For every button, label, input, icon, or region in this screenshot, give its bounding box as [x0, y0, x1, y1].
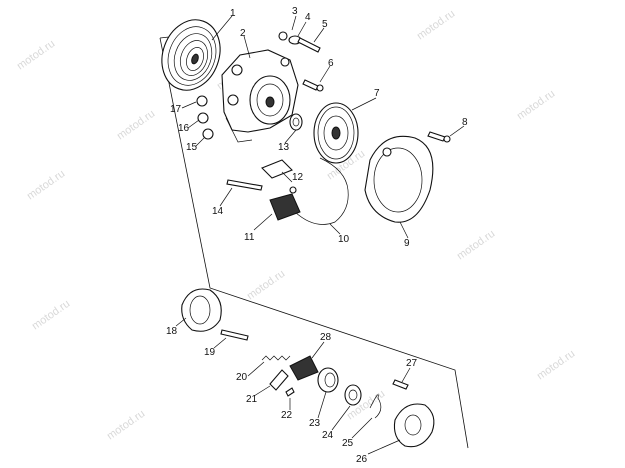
part-20-spring: [261, 355, 291, 361]
watermark: motod.ru: [115, 108, 157, 143]
callout-19: 19: [204, 347, 216, 358]
part-17-bushing: [196, 95, 208, 107]
part-6-screw: [302, 79, 324, 92]
callout-16: 16: [178, 123, 190, 134]
part-12-bracket: [261, 159, 293, 179]
part-25-clip: [369, 394, 382, 419]
callout-12: 12: [292, 172, 304, 183]
watermark: motod.ru: [415, 8, 457, 43]
part-21-pawl: [269, 369, 289, 391]
callout-23: 23: [309, 418, 321, 429]
callout-7: 7: [374, 88, 380, 99]
callout-27: 27: [406, 358, 418, 369]
leader-lines: [175, 15, 465, 455]
part-26-end-cover: [393, 403, 435, 448]
callout-21: 21: [246, 394, 258, 405]
part-19-bolt: [220, 329, 249, 341]
callout-9: 9: [404, 238, 410, 249]
part-2-starter-housing: [221, 49, 299, 143]
part-28-lever: [289, 355, 319, 381]
part-8-screw: [427, 131, 451, 143]
callout-5: 5: [322, 19, 328, 30]
callout-3: 3: [292, 6, 298, 17]
part-3-4-5-bolt-assembly: [278, 31, 321, 53]
part-13-washer: [289, 113, 303, 131]
callout-11: 11: [244, 232, 255, 243]
part-9-cover: [364, 135, 434, 223]
part-14-bolt: [226, 179, 263, 191]
watermark: motod.ru: [25, 168, 67, 203]
watermark: motod.ru: [15, 38, 57, 73]
callout-26: 26: [356, 454, 368, 465]
callout-18: 18: [166, 326, 178, 337]
callout-22: 22: [281, 410, 293, 421]
part-18-ring: [181, 288, 222, 332]
part-7-sheave: [313, 102, 359, 164]
callout-2: 2: [240, 28, 246, 39]
callout-labels: 1 2 3 4 5 6 7 8 9 10 11 12 13 14 15 16 1…: [166, 6, 468, 465]
part-24-bushing: [344, 384, 362, 406]
part-23-collar: [317, 367, 339, 393]
callout-10: 10: [338, 234, 350, 245]
callout-25: 25: [342, 438, 354, 449]
part-16-washer: [197, 112, 209, 124]
callout-1: 1: [230, 8, 236, 19]
callout-6: 6: [328, 58, 334, 69]
watermark: motod.ru: [455, 228, 497, 263]
callout-28: 28: [320, 332, 332, 343]
part-22-pin: [285, 387, 295, 397]
callout-13: 13: [278, 142, 290, 153]
callout-15: 15: [186, 142, 198, 153]
callout-24: 24: [322, 430, 334, 441]
part-27-screw: [392, 379, 409, 390]
part-1-recoil-spring: [161, 19, 221, 91]
callout-8: 8: [462, 117, 468, 128]
watermark: motod.ru: [535, 348, 577, 383]
part-11-switch: [269, 186, 301, 221]
callout-17: 17: [170, 104, 182, 115]
part-15-nut: [202, 128, 214, 140]
callout-20: 20: [236, 372, 248, 383]
part-10-cable: [294, 157, 349, 225]
callout-14: 14: [212, 206, 224, 217]
watermark: motod.ru: [105, 408, 147, 443]
watermark: motod.ru: [30, 298, 72, 333]
watermark: motod.ru: [245, 268, 287, 303]
watermark: motod.ru: [515, 88, 557, 123]
callout-4: 4: [305, 12, 311, 23]
